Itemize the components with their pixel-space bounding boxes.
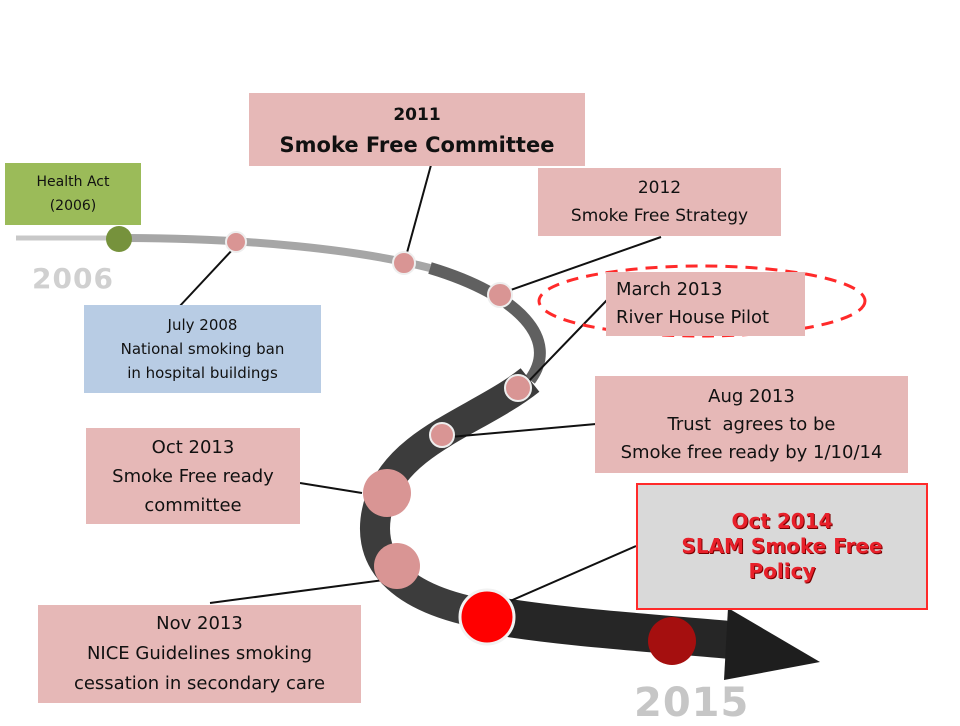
- road-segment-4: [486, 596, 732, 659]
- march-2013-title: River House Pilot: [616, 307, 770, 328]
- july-2008-line-2: in hospital buildings: [127, 364, 278, 382]
- nov-2013-line-2: cessation in secondary care: [73, 673, 326, 694]
- nov-2013-date: Nov 2013: [156, 613, 243, 634]
- 2012-title: Smoke Free Strategy: [570, 206, 749, 226]
- nov-2013-line-1: NICE Guidelines smoking: [86, 643, 313, 664]
- milestone-dot-nov-2013: [374, 543, 420, 589]
- milestone-dot-2008: [225, 231, 247, 253]
- health-act-title: Health Act: [36, 174, 110, 190]
- milestone-dot-march-2013: [504, 374, 532, 402]
- 2011-title: Smoke Free Committee: [279, 132, 555, 157]
- oct-2014-line-1: SLAM Smoke Free: [681, 534, 883, 558]
- milestone-march-2013: March 2013 River House Pilot: [606, 272, 805, 336]
- milestone-dot-aug-2013: [429, 422, 455, 448]
- aug-2013-line-1: Trust agrees to be: [667, 413, 836, 435]
- milestone-dot-2006: [106, 226, 132, 252]
- connector-2012: [504, 236, 662, 293]
- milestone-dot-2011: [392, 251, 416, 275]
- highlight-ellipse: [537, 264, 867, 338]
- milestone-dot-oct-2014: [458, 588, 516, 646]
- oct-2014-line-2: Policy: [748, 559, 816, 583]
- milestone-dot-2012: [487, 282, 513, 308]
- 2012-year: 2012: [637, 178, 682, 198]
- july-2008-date: July 2008: [167, 316, 238, 334]
- connector-oct-2014: [507, 545, 637, 603]
- oct-2013-line-2: committee: [144, 494, 242, 516]
- connector-july-2008: [177, 247, 235, 309]
- start-year-label: 2006: [32, 262, 114, 295]
- milestone-dot-2015: [648, 617, 696, 665]
- aug-2013-line-2: Smoke free ready by 1/10/14: [620, 441, 883, 463]
- aug-2013-date: Aug 2013: [708, 385, 795, 407]
- milestone-2011: 2011 Smoke Free Committee: [249, 93, 585, 166]
- milestone-oct-2013: Oct 2013 Smoke Free ready committee: [86, 428, 300, 524]
- connector-2011: [404, 164, 432, 261]
- connector-nov-2013: [209, 579, 385, 604]
- connector-aug-2013: [449, 423, 597, 438]
- oct-2013-date: Oct 2013: [151, 436, 235, 458]
- milestone-dot-oct-2013: [363, 469, 411, 517]
- oct-2013-line-1: Smoke Free ready: [112, 465, 274, 487]
- health-act-year: (2006): [49, 198, 97, 214]
- connector-oct-2013: [299, 482, 363, 494]
- milestone-health-act: Health Act (2006): [5, 163, 141, 225]
- timeline-arrowhead: [724, 608, 820, 680]
- milestone-nov-2013: Nov 2013 NICE Guidelines smoking cessati…: [38, 605, 361, 703]
- connector-march-2013: [524, 299, 608, 386]
- road-segment-1: [119, 234, 431, 272]
- milestone-july-2008: July 2008 National smoking ban in hospit…: [84, 305, 321, 393]
- road-segment-2: [428, 262, 546, 384]
- july-2008-line-1: National smoking ban: [120, 340, 285, 358]
- march-2013-date: March 2013: [616, 279, 723, 300]
- milestone-aug-2013: Aug 2013 Trust agrees to be Smoke free r…: [595, 376, 908, 473]
- milestone-2012: 2012 Smoke Free Strategy: [538, 168, 781, 236]
- milestone-oct-2014: Oct 2014 SLAM Smoke Free Policy: [636, 483, 928, 610]
- oct-2014-date: Oct 2014: [731, 509, 833, 533]
- 2011-year: 2011: [393, 104, 441, 125]
- end-year-label: 2015: [634, 680, 750, 726]
